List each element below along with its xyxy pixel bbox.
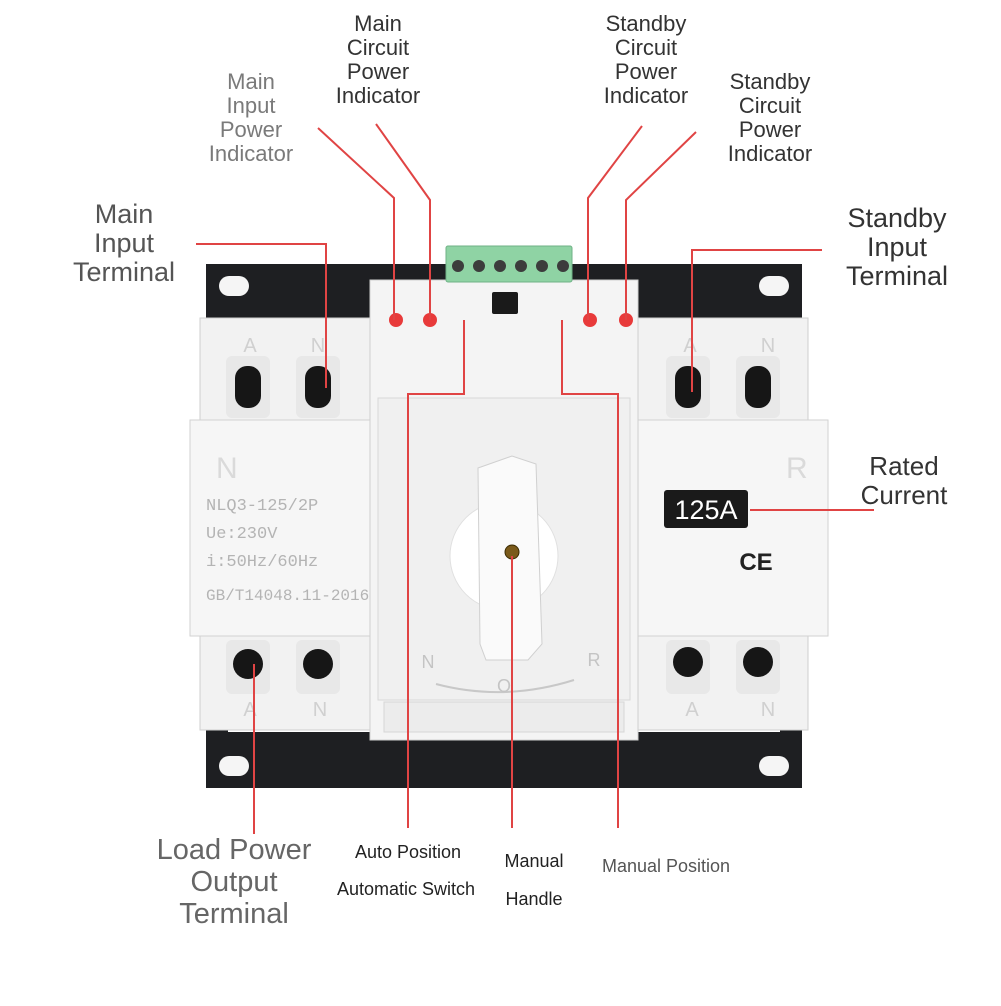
callout-line: Power xyxy=(614,59,678,84)
leader-lines xyxy=(196,123,874,834)
callout-standby-circuit-power-indicator-2: Standby Circuit Power Indicator xyxy=(714,70,826,166)
led-standby-circuit xyxy=(583,313,597,327)
callout-line: Terminal xyxy=(72,257,176,287)
handle-pos-n: N xyxy=(422,652,435,672)
callout-manual-position: Manual Position xyxy=(588,856,744,876)
callout-line: Main xyxy=(94,199,154,229)
right-bottom-letter-a: A xyxy=(685,699,699,721)
callout-standby-circuit-power-indicator: Standby Circuit Power Indicator xyxy=(590,12,702,108)
callout-rated-current: Rated Current xyxy=(846,452,962,510)
terminal-screw xyxy=(536,260,548,272)
callout-line: Standby xyxy=(605,11,687,36)
callout-line: Indicator xyxy=(727,141,813,166)
callout-line: Handle xyxy=(505,889,563,909)
callout-line: Circuit xyxy=(346,35,410,60)
callout-line: Load Power xyxy=(156,834,312,866)
terminal-block xyxy=(445,245,573,283)
leader-manual-position xyxy=(561,320,619,828)
terminal-screw xyxy=(473,260,485,272)
callout-line: Output xyxy=(190,866,278,898)
callout-line: Automatic Switch xyxy=(336,879,476,899)
manual-handle-lever xyxy=(435,455,575,694)
callout-line: Indicator xyxy=(603,83,689,108)
callout-load-power-output-terminal: Load Power Output Terminal xyxy=(140,834,328,930)
callout-manual-handle: Manual Handle xyxy=(486,842,582,918)
callout-line: Input xyxy=(226,93,276,118)
right-top-letter-a: A xyxy=(683,335,697,357)
callout-line: Input xyxy=(866,232,928,262)
left-bottom-letter-a: A xyxy=(243,699,257,721)
terminal-screw xyxy=(494,260,506,272)
model-line-1: NLQ3-125/2P xyxy=(206,497,318,516)
callout-line: Power xyxy=(738,117,802,142)
handle-pos-o: O xyxy=(497,676,511,696)
left-panel-letter: N xyxy=(216,452,238,485)
callout-line: Indicator xyxy=(335,83,421,108)
leader-auto-position xyxy=(407,320,465,828)
indicator-leds xyxy=(389,313,633,327)
terminal-screw xyxy=(557,260,569,272)
callout-line: Main xyxy=(354,11,402,36)
leader-main-input-indicator xyxy=(317,127,395,320)
callout-line: Terminal xyxy=(179,898,289,930)
callout-main-circuit-power-indicator: Main Circuit Power Indicator xyxy=(322,12,434,108)
callout-line: Auto Position xyxy=(354,842,462,862)
leader-standby-circuit-indicator xyxy=(587,125,643,320)
callout-line: Indicator xyxy=(208,141,294,166)
model-line-2: Ue:230V xyxy=(206,525,278,544)
callout-main-input-power-indicator: Main Input Power Indicator xyxy=(196,70,306,166)
rating-badge-bg xyxy=(664,490,748,528)
right-top-letter-n: N xyxy=(761,335,775,357)
handle-pos-r: R xyxy=(588,650,601,670)
model-line-4: GB/T14048.11-2016 xyxy=(206,587,369,605)
callout-line: Input xyxy=(93,228,155,258)
callout-line: Standby xyxy=(729,69,811,94)
right-panel-letter: R xyxy=(786,452,808,485)
leader-main-input-terminal xyxy=(196,243,327,388)
leader-standby-input-indicator xyxy=(625,131,697,320)
left-top-letter-a: A xyxy=(243,335,257,357)
callout-line: Main xyxy=(227,69,275,94)
rating-badge: 125A xyxy=(674,495,737,525)
ce-mark: CE xyxy=(739,549,772,576)
callout-line: Circuit xyxy=(614,35,678,60)
callout-main-input-terminal: Main Input Terminal xyxy=(60,200,188,287)
callout-standby-input-terminal: Standby Input Terminal xyxy=(834,204,960,291)
left-bottom-letter-n: N xyxy=(313,699,327,721)
callout-line: Current xyxy=(860,480,948,510)
led-main-input xyxy=(389,313,403,327)
model-line-3: i:50Hz/60Hz xyxy=(206,553,318,572)
left-module xyxy=(189,317,379,731)
device-lettering: A N A N A N A N N R NLQ3-125/2P Ue:230V … xyxy=(206,335,808,721)
callout-line: Circuit xyxy=(738,93,802,118)
callout-line: Manual xyxy=(504,851,564,871)
callout-line: Rated xyxy=(869,451,939,481)
leader-standby-input-terminal xyxy=(691,249,822,392)
callout-line: Power xyxy=(219,117,283,142)
callout-line: Power xyxy=(346,59,410,84)
leader-main-circuit-indicator xyxy=(375,123,431,320)
terminal-screw xyxy=(515,260,527,272)
callout-line: Standby xyxy=(847,203,947,233)
terminal-screw xyxy=(452,260,464,272)
callout-line: Terminal xyxy=(845,261,949,291)
left-top-letter-n: N xyxy=(311,335,325,357)
callout-auto-position: Auto Position xyxy=(340,842,476,862)
callout-line: Manual Position xyxy=(601,856,731,876)
callout-automatic-switch: Automatic Switch xyxy=(320,879,492,899)
right-bottom-letter-n: N xyxy=(761,699,775,721)
